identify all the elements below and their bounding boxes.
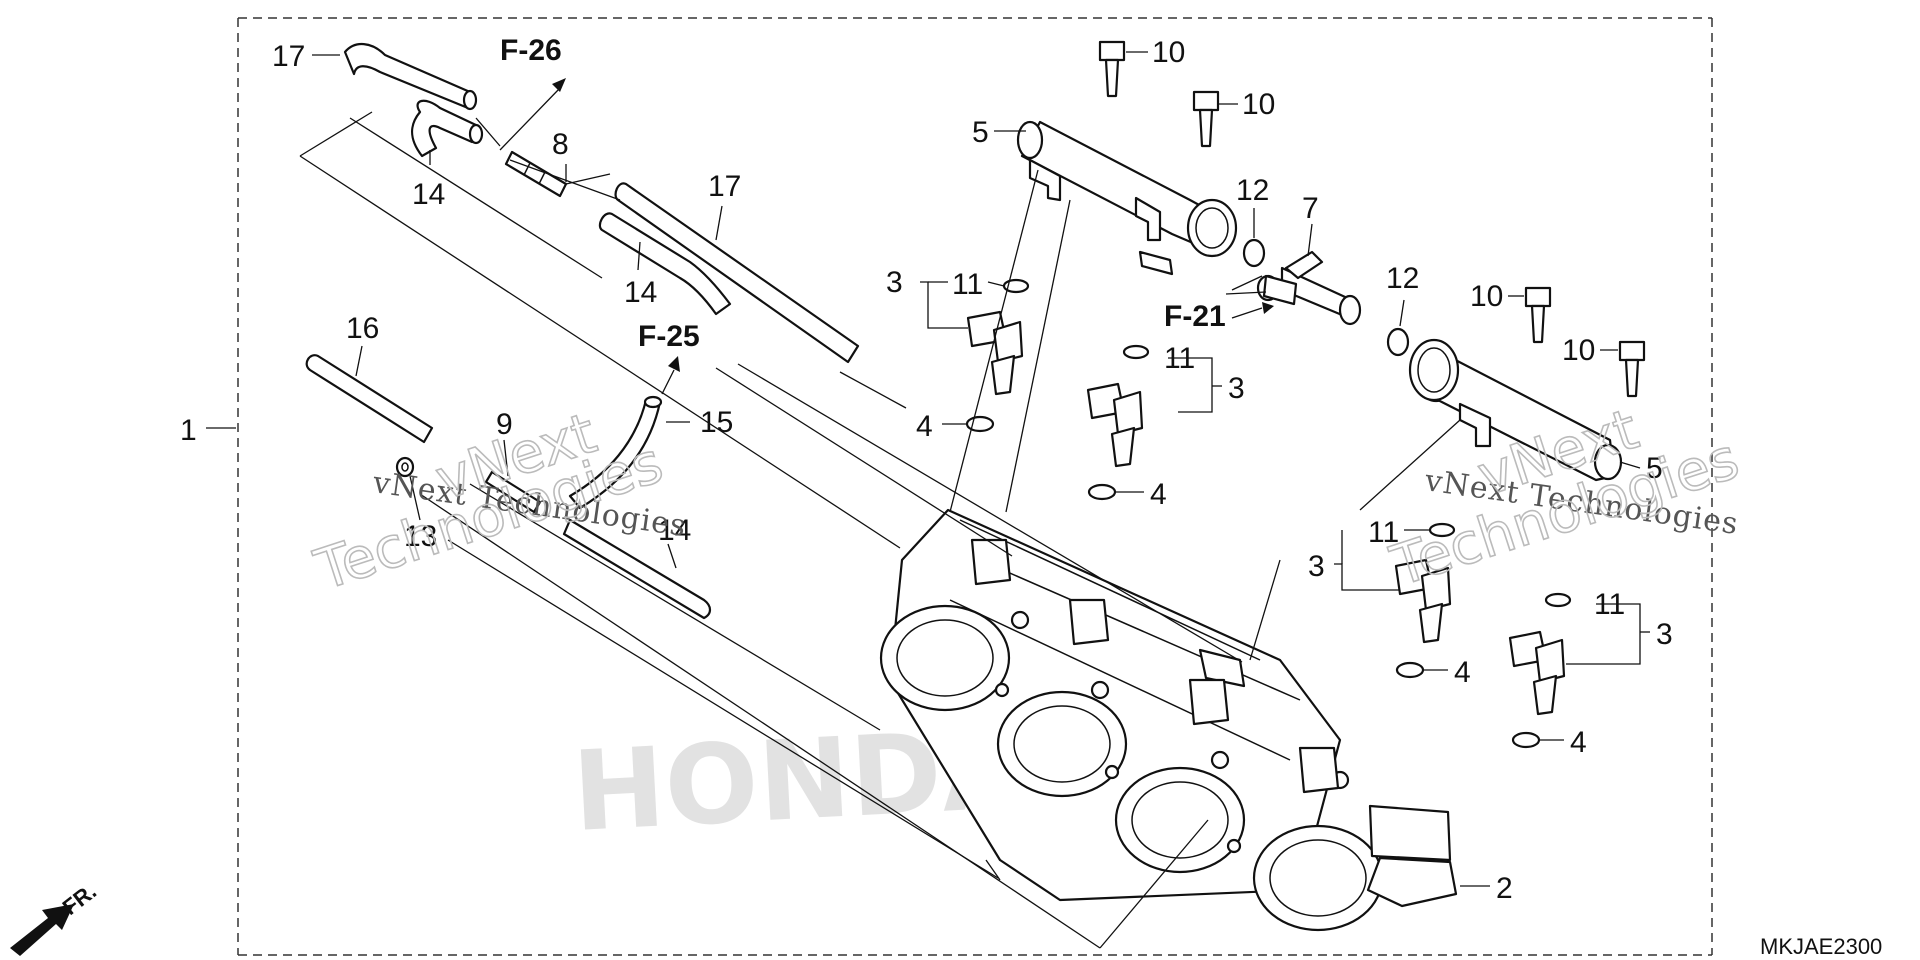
o-ring-12-left[interactable] — [1242, 238, 1266, 268]
callout-3-c: 3 — [1308, 550, 1325, 583]
callout-8: 8 — [552, 128, 569, 161]
callout-12-left: 12 — [1236, 174, 1269, 207]
leader-lines — [206, 51, 1650, 949]
hose-14-middle[interactable] — [598, 212, 732, 316]
callout-11-b: 11 — [1164, 342, 1195, 375]
callout-10-a: 10 — [1152, 36, 1185, 69]
callout-3-a: 3 — [886, 266, 903, 299]
front-arrow-icon — [10, 904, 74, 956]
hose-14-lower[interactable] — [562, 518, 712, 620]
callout-4-c: 4 — [1454, 656, 1471, 689]
callout-4-b: 4 — [1150, 478, 1167, 511]
callout-14-upper: 14 — [412, 178, 445, 211]
reference-f21[interactable]: F-21 — [1164, 300, 1226, 333]
callout-labels: 17 8 14 17 14 1 16 9 13 15 14 3 11 4 3 1… — [180, 36, 1673, 905]
callout-11-c: 11 — [1368, 516, 1399, 549]
callout-11-a: 11 — [952, 268, 983, 301]
seal-4-c[interactable] — [1395, 661, 1425, 679]
callout-5-b: 5 — [1646, 452, 1663, 485]
hose-17-long[interactable] — [614, 182, 860, 364]
diagram-frame — [237, 17, 1713, 956]
fuel-rail-lower[interactable] — [1408, 338, 1623, 482]
callout-2: 2 — [1496, 872, 1513, 905]
callout-4-a: 4 — [916, 410, 933, 443]
fuel-joint-7[interactable] — [1256, 250, 1362, 326]
callout-9: 9 — [496, 408, 513, 441]
throttle-body-2[interactable] — [879, 508, 1458, 932]
callout-11-d: 11 — [1594, 588, 1625, 621]
callout-4-d: 4 — [1570, 726, 1587, 759]
callout-10-b: 10 — [1242, 88, 1275, 121]
injector-3-d[interactable] — [1508, 592, 1572, 749]
callout-7: 7 — [1302, 192, 1319, 225]
hose-15[interactable] — [568, 395, 663, 510]
seal-4-d[interactable] — [1511, 731, 1541, 749]
injector-3-c[interactable] — [1394, 522, 1456, 679]
callout-15: 15 — [700, 406, 733, 439]
callout-14-middle: 14 — [624, 276, 657, 309]
bolt-10-d[interactable] — [1618, 340, 1646, 398]
reference-f25[interactable]: F-25 — [638, 320, 700, 353]
seal-4-b[interactable] — [1087, 483, 1117, 501]
o-ring-12-right[interactable] — [1386, 327, 1410, 357]
hose-16[interactable] — [305, 354, 434, 444]
callout-5-a: 5 — [972, 116, 989, 149]
callout-3-d: 3 — [1656, 618, 1673, 651]
bolt-10-a[interactable] — [1098, 40, 1126, 98]
callout-13: 13 — [404, 520, 437, 553]
reference-f26[interactable]: F-26 — [500, 34, 562, 67]
callout-1: 1 — [180, 414, 197, 447]
clip-13[interactable] — [395, 456, 415, 478]
injector-3-b[interactable] — [1086, 344, 1150, 501]
front-direction-indicator: FR. — [10, 878, 101, 956]
callout-10-d: 10 — [1562, 334, 1595, 367]
callout-12-right: 12 — [1386, 262, 1419, 295]
callout-17-long: 17 — [708, 170, 741, 203]
callout-17-upper: 17 — [272, 40, 305, 73]
callout-16: 16 — [346, 312, 379, 345]
hose-17-upper[interactable] — [343, 43, 478, 111]
diagram-code: MKJAE2300 — [1760, 934, 1882, 959]
injector-3-a[interactable] — [965, 278, 1030, 433]
callout-3-b: 3 — [1228, 372, 1245, 405]
callout-14-lower: 14 — [658, 514, 691, 547]
connector-9[interactable] — [484, 470, 542, 514]
seal-11-b[interactable] — [1122, 344, 1150, 360]
seal-11-d[interactable] — [1544, 592, 1572, 608]
bolt-10-c[interactable] — [1524, 286, 1552, 344]
hose-14-upper[interactable] — [410, 99, 484, 158]
callout-10-c: 10 — [1470, 280, 1503, 313]
bolt-10-b[interactable] — [1192, 90, 1220, 148]
